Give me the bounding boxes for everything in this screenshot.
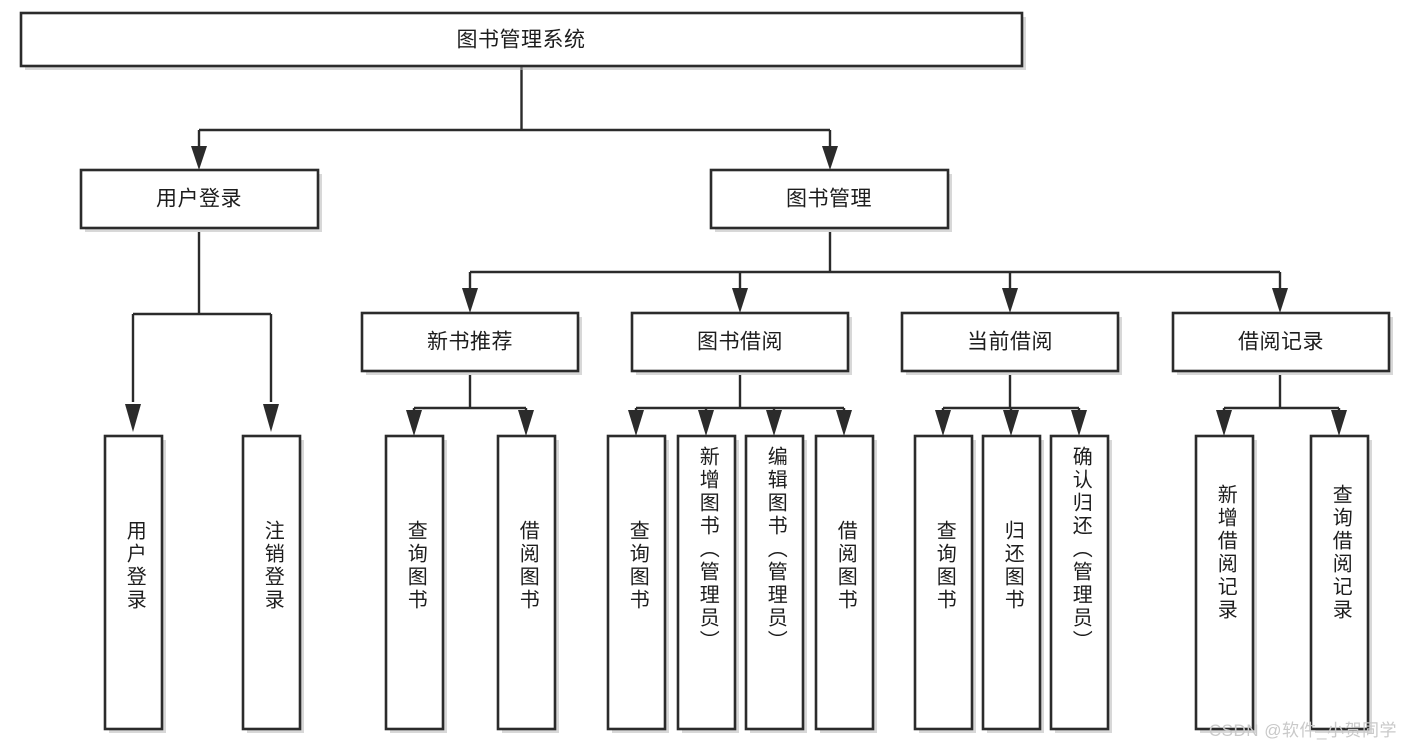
node-current-borrow-box[interactable] — [900, 311, 1120, 373]
node-user-login-box[interactable] — [79, 168, 320, 230]
arrow-borrowrecord-leaf-2 — [1331, 410, 1347, 436]
node-root-box[interactable] — [19, 11, 1024, 68]
connector-group-current-borrow — [935, 375, 1087, 436]
leaf-node-current-borrow-3[interactable] — [1049, 434, 1112, 733]
arrow-root-to-bookmgmt — [822, 146, 838, 170]
node-book-borrow[interactable]: 图书借阅 — [630, 311, 852, 375]
node-current-borrow-label: 当前借阅 — [967, 331, 1053, 354]
leaf-borrow-record-1-box[interactable] — [1194, 434, 1255, 731]
arrow-bookborrow-leaf-2 — [698, 410, 714, 436]
arrow-bookmgmt-child-4 — [1272, 288, 1288, 313]
leaf-node-current-borrow-2[interactable] — [981, 434, 1044, 733]
node-root-label: 图书管理系统 — [457, 29, 586, 52]
leaf-new-book-2-box[interactable] — [496, 434, 557, 731]
leaf-node-book-borrow-1[interactable] — [606, 434, 669, 733]
leaf-current-borrow-2-box[interactable] — [981, 434, 1042, 731]
node-book-management-box[interactable] — [709, 168, 950, 230]
leaf-book-borrow-3-box[interactable] — [744, 434, 805, 731]
leaf-node-book-borrow-3[interactable] — [744, 434, 807, 733]
leaf-node-new-book-2[interactable] — [496, 434, 559, 733]
node-book-borrow-label: 图书借阅 — [697, 331, 783, 354]
arrow-root-to-login — [191, 146, 207, 170]
arrow-bookmgmt-child-3 — [1002, 288, 1018, 313]
leaf-book-borrow-4-box[interactable] — [814, 434, 875, 731]
connector-group-user-login — [125, 232, 279, 432]
arrow-login-leaf-2 — [263, 404, 279, 432]
connector-group-borrow-record — [1216, 375, 1347, 436]
leaf-book-borrow-2-box[interactable] — [676, 434, 737, 731]
arrow-login-leaf-1 — [125, 404, 141, 432]
node-book-borrow-box[interactable] — [630, 311, 850, 373]
leaf-node-current-borrow-1[interactable] — [913, 434, 976, 733]
watermark-text: CSDN @软件_小贺同学 — [1208, 721, 1397, 740]
node-borrow-record-box[interactable] — [1171, 311, 1391, 373]
node-new-book-recommend-box[interactable] — [360, 311, 580, 373]
leaf-user-login-2-box[interactable] — [241, 434, 302, 731]
connector-group-book-management — [462, 232, 1288, 313]
leaf-node-borrow-record-1[interactable] — [1194, 434, 1257, 733]
leaf-node-user-login-2[interactable] — [241, 434, 304, 733]
node-user-login[interactable]: 用户登录 — [79, 168, 322, 232]
leaf-current-borrow-1-box[interactable] — [913, 434, 974, 731]
leaf-user-login-1-box[interactable] — [103, 434, 164, 731]
arrow-borrowrecord-leaf-1 — [1216, 410, 1232, 436]
leaf-node-borrow-record-2[interactable] — [1309, 434, 1372, 733]
arrow-bookmgmt-child-2 — [732, 288, 748, 313]
arrow-currentborrow-leaf-2 — [1003, 410, 1019, 436]
leaf-borrow-record-2-box[interactable] — [1309, 434, 1370, 731]
node-borrow-record-label: 借阅记录 — [1238, 331, 1324, 354]
arrow-newbook-leaf-1 — [406, 410, 422, 436]
node-book-management[interactable]: 图书管理 — [709, 168, 952, 232]
node-user-login-label: 用户登录 — [156, 188, 242, 211]
arrow-currentborrow-leaf-3 — [1071, 410, 1087, 436]
leaf-new-book-1-box[interactable] — [384, 434, 445, 731]
node-root[interactable]: 图书管理系统 — [19, 11, 1026, 70]
leaf-current-borrow-3-box[interactable] — [1049, 434, 1110, 731]
node-new-book-recommend[interactable]: 新书推荐 — [360, 311, 582, 375]
connector-group-book-borrow — [628, 375, 852, 436]
arrow-bookmgmt-child-1 — [462, 288, 478, 313]
leaf-node-book-borrow-4[interactable] — [814, 434, 877, 733]
leaf-node-new-book-1[interactable] — [384, 434, 447, 733]
node-borrow-record[interactable]: 借阅记录 — [1171, 311, 1393, 375]
connector-group-root — [191, 66, 838, 170]
connector-group-new-book — [406, 375, 534, 436]
arrow-currentborrow-leaf-1 — [935, 410, 951, 436]
node-current-borrow[interactable]: 当前借阅 — [900, 311, 1122, 375]
leaf-node-user-login-1[interactable] — [103, 434, 166, 733]
arrow-bookborrow-leaf-1 — [628, 410, 644, 436]
arrow-bookborrow-leaf-4 — [836, 410, 852, 436]
arrow-bookborrow-leaf-3 — [766, 410, 782, 436]
arrow-newbook-leaf-2 — [518, 410, 534, 436]
node-new-book-recommend-label: 新书推荐 — [427, 331, 513, 354]
leaf-node-book-borrow-2[interactable] — [676, 434, 739, 733]
node-book-management-label: 图书管理 — [786, 188, 872, 211]
leaf-book-borrow-1-box[interactable] — [606, 434, 667, 731]
